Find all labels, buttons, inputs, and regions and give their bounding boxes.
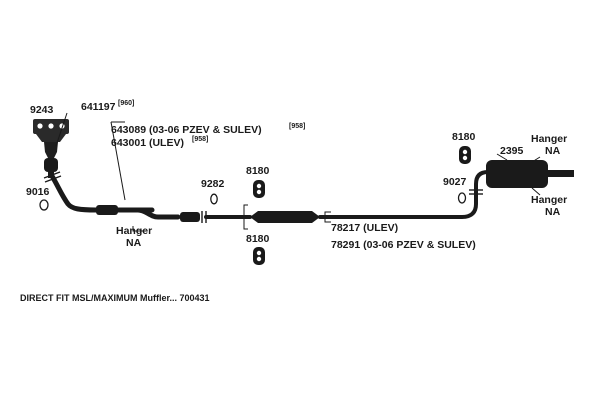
label-641197-note: [960] (118, 100, 134, 107)
gasket-9027-icon (457, 192, 467, 204)
label-643089-note: [958] (289, 123, 305, 130)
label-643089: 643089 (03-06 PZEV & SULEV) (111, 124, 262, 136)
label-643001: 643001 (ULEV) (111, 137, 184, 149)
label-8180-rear: 8180 (452, 131, 476, 143)
label-9282: 9282 (201, 178, 225, 190)
label-643001-note: [958] (192, 136, 208, 143)
resonator (250, 211, 320, 223)
diagram-caption: DIRECT FIT MSL/MAXIMUM Muffler... 700431 (20, 293, 210, 303)
label-hanger-rear-bottom-2: NA (545, 206, 561, 218)
exhaust-manifold-flange (33, 119, 69, 142)
flex-pipe-section (96, 205, 118, 215)
label-78217: 78217 (ULEV) (331, 222, 398, 234)
label-9243: 9243 (30, 104, 54, 116)
catalytic-converter (44, 142, 58, 178)
gasket-9282-icon (210, 193, 218, 205)
leader-lines (55, 112, 541, 232)
gasket-9016-clamp (43, 171, 62, 183)
label-9027: 9027 (443, 176, 467, 188)
gasket-9027-clamp (469, 189, 483, 195)
label-641197: 641197 (81, 101, 116, 113)
label-8180-top: 8180 (246, 165, 270, 177)
hanger-8180-bottom-icon (253, 247, 265, 265)
label-9016: 9016 (26, 186, 50, 198)
label-2395: 2395 (500, 145, 524, 157)
label-hanger-front-1: Hanger (116, 225, 152, 237)
muffler (486, 160, 548, 188)
label-hanger-rear-bottom-1: Hanger (531, 194, 567, 206)
gasket-9016-icon (39, 199, 49, 211)
label-hanger-rear-top-1: Hanger (531, 133, 567, 145)
label-hanger-front-2: NA (126, 237, 142, 249)
intermediate-clamp (180, 212, 200, 222)
tailpipe (546, 170, 574, 177)
hanger-8180-top-icon (253, 180, 265, 198)
intermediate-pipe-step (115, 207, 181, 220)
front-exhaust-pipe (49, 173, 155, 213)
label-78291: 78291 (03-06 PZEV & SULEV) (331, 239, 476, 251)
label-8180-bottom: 8180 (246, 233, 270, 245)
resonator-outlet-pipe (318, 170, 490, 219)
hanger-8180-rear-icon (459, 146, 471, 164)
label-hanger-rear-top-2: NA (545, 145, 561, 157)
